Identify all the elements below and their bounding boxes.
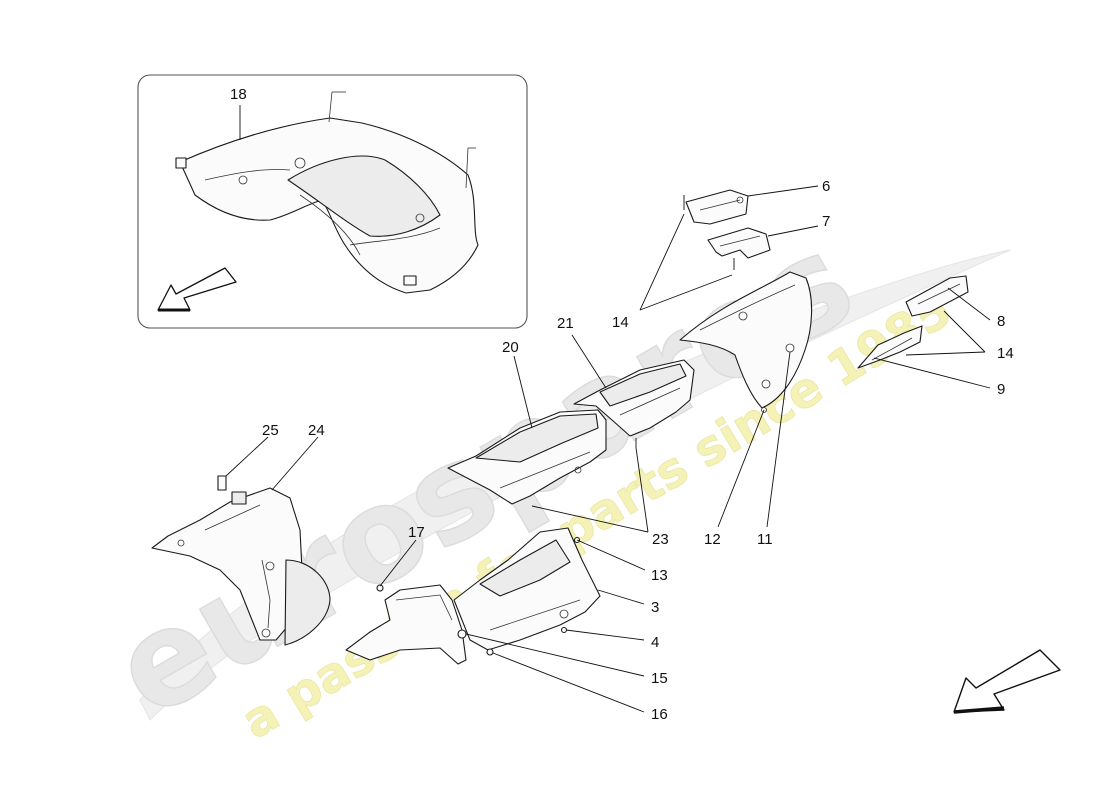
part-9 bbox=[857, 325, 991, 389]
callout-25: 25 bbox=[262, 422, 279, 439]
inset-direction-arrow bbox=[157, 267, 237, 312]
callout-12: 12 bbox=[704, 531, 721, 548]
part-21 bbox=[571, 334, 695, 448]
direction-arrow-icon bbox=[157, 267, 237, 311]
part-7 bbox=[707, 225, 819, 270]
callout-21: 21 bbox=[557, 315, 574, 332]
callout-14-left: 14 bbox=[612, 314, 629, 331]
callout-23: 23 bbox=[652, 531, 669, 548]
part-3 bbox=[453, 527, 646, 713]
callout-6: 6 bbox=[822, 178, 830, 195]
part-25 bbox=[217, 436, 269, 505]
callout-8: 8 bbox=[997, 313, 1005, 330]
main-direction-arrow bbox=[953, 649, 1061, 714]
callout-14-right: 14 bbox=[997, 345, 1014, 362]
direction-arrow-icon bbox=[953, 649, 1061, 713]
part-24 bbox=[151, 436, 331, 646]
part-8 bbox=[905, 275, 991, 321]
part-17 bbox=[345, 539, 467, 665]
callout-9: 9 bbox=[997, 381, 1005, 398]
callout-labels: 6 7 14 8 14 9 21 20 25 24 17 23 12 11 13… bbox=[262, 178, 1014, 723]
callout-13: 13 bbox=[651, 567, 668, 584]
part-18-tunnel bbox=[287, 155, 441, 237]
part-20 bbox=[447, 355, 607, 505]
part-11 bbox=[679, 271, 813, 528]
callout-16: 16 bbox=[651, 706, 668, 723]
callout-4: 4 bbox=[651, 634, 659, 651]
callout-11: 11 bbox=[757, 531, 773, 548]
callout-7: 7 bbox=[822, 213, 830, 230]
callout-17: 17 bbox=[408, 524, 425, 541]
callout-15: 15 bbox=[651, 670, 668, 687]
callout-20: 20 bbox=[502, 339, 519, 356]
inset-panel: 18 bbox=[137, 74, 528, 329]
callout-24: 24 bbox=[308, 422, 325, 439]
inset-frame bbox=[137, 74, 528, 329]
callout-3: 3 bbox=[651, 599, 659, 616]
callout-18: 18 bbox=[230, 86, 247, 103]
part-6 bbox=[683, 185, 819, 225]
